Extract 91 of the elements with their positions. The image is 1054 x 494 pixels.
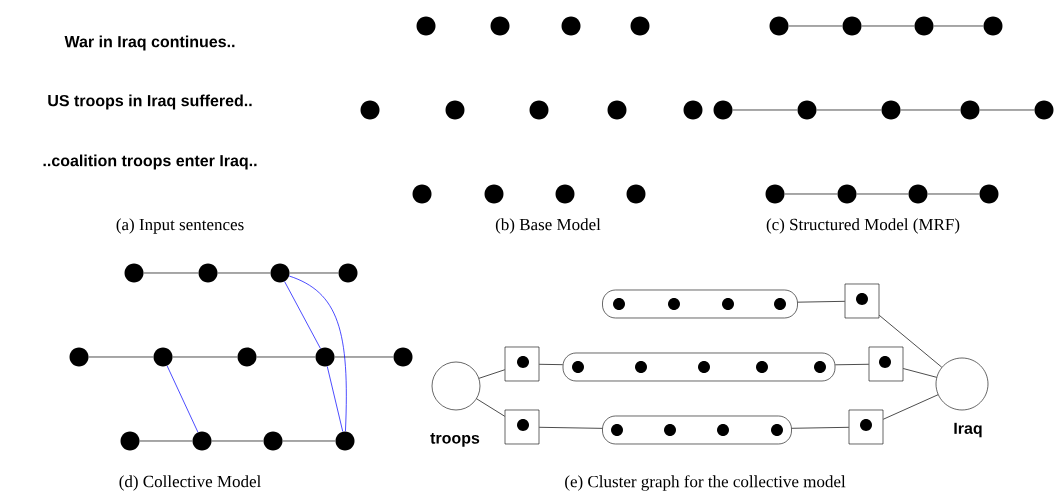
edge-line [927,193,980,195]
dot [529,100,549,120]
edge-line [143,272,199,274]
dot [490,16,510,36]
edge-line [933,25,984,27]
dot [561,16,581,36]
edge-line [256,356,316,358]
caption: (d) Collective Model [119,475,261,491]
dot [555,184,575,204]
dot [1034,100,1054,120]
dot [683,100,703,120]
edge-line [538,426,603,429]
dot [338,263,358,283]
dot [881,100,901,120]
edge-line [538,363,564,366]
node-label: troops [430,433,480,447]
dot [960,100,980,120]
dot [270,263,290,283]
dot [630,16,650,36]
edge-line [816,109,882,111]
edge-line [878,315,943,368]
factor-box [504,346,540,382]
dot [335,431,355,451]
edge-line [282,440,336,442]
edge-line [166,365,199,433]
sentence-text: ..coalition troops enter Iraq.. [43,154,257,170]
dot [979,184,999,204]
dot [237,347,257,367]
edge-line [732,109,798,111]
factor-box [844,283,880,319]
cluster-box [602,289,798,319]
dot [445,100,465,120]
edge-line [139,440,193,442]
dot [607,100,627,120]
sentence-text: War in Iraq continues.. [64,35,235,51]
edge-line [834,363,870,366]
factor-box [504,409,540,445]
edge-line [217,272,271,274]
cluster-box [602,415,792,445]
dot [69,347,89,367]
edge-line [334,356,394,358]
edge-line [788,25,843,27]
edge-line [88,356,154,358]
node-label: Iraq [954,422,982,438]
dot [713,100,733,120]
edge-line [784,193,838,195]
factor-box [868,346,904,382]
dot [842,16,862,36]
dot [153,347,173,367]
dot [769,16,789,36]
dot [416,16,436,36]
edge-line [791,426,850,429]
edge-line [902,368,937,378]
edge-line [900,109,961,111]
edge-line [861,25,915,27]
edge-line [979,109,1035,111]
dot [837,184,857,204]
dot [360,100,380,120]
edge-line [326,366,344,432]
dot [263,431,283,451]
dot [797,100,817,120]
dot [315,347,335,367]
edge-line [284,281,321,349]
dot [908,184,928,204]
sentence-text: US troops in Iraq suffered.. [48,94,252,110]
caption: (e) Cluster graph for the collective model [565,475,846,491]
dot [765,184,785,204]
cluster-box [562,352,836,382]
dot [626,184,646,204]
edge-line [288,275,347,432]
caption: (a) Input sentences [116,218,244,234]
edge-line [882,394,939,420]
edge-line [289,272,339,274]
caption: (c) Structured Model (MRF) [766,218,960,234]
edge-line [172,356,238,358]
edge-line [856,193,909,195]
edge-line [797,300,846,303]
dot [983,16,1003,36]
edge-line [478,369,506,379]
caption: (b) Base Model [495,218,601,234]
dot [124,263,144,283]
edge-line [476,398,506,417]
dot [198,263,218,283]
dot [484,184,504,204]
dot [914,16,934,36]
edge-line [211,440,264,442]
dot [120,431,140,451]
dot [192,431,212,451]
factor-box [848,409,884,445]
dot [412,184,432,204]
dot [393,347,413,367]
